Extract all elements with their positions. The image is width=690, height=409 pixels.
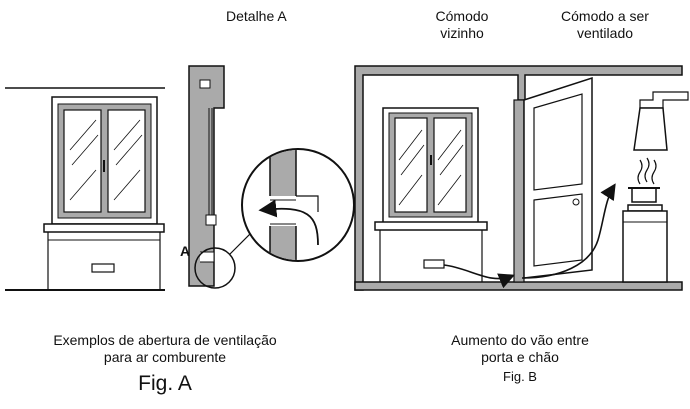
fig-a-caption-line-2: para ar comburente (103, 349, 227, 365)
fig-b-caption-line-2: porta e chão (481, 349, 559, 365)
ventilated-room-line-2: ventilado (576, 25, 634, 41)
neighbor-room-line-2: vizinho (440, 25, 484, 41)
fig-b-building-section (354, 65, 689, 291)
fig-a-wall-scene (5, 87, 165, 291)
fig-b-caption-line-1: Aumento do vão entre (451, 332, 589, 348)
fig-a-caption-line-1: Exemplos de abertura de ventilação (53, 332, 277, 348)
fig-a-wall-section (188, 65, 236, 289)
fig-a-caption: Exemplos de abertura de ventilação para … (0, 332, 330, 366)
marker-a-label: A (180, 243, 191, 259)
ventilated-room-label: Cómodo a ser ventilado (520, 8, 690, 42)
fig-b-title: Fig. B (503, 369, 537, 384)
fig-a-title: Fig. A (138, 372, 192, 395)
neighbor-room-label: Cómodo vizinho (387, 8, 537, 42)
neighbor-room-line-1: Cómodo (435, 8, 489, 24)
fig-b-caption: Aumento do vão entre porta e chão (420, 332, 620, 366)
detail-a-magnified (241, 148, 355, 262)
detail-a-label: Detalhe A (226, 8, 287, 24)
ventilated-room-line-1: Cómodo a ser (561, 8, 649, 24)
